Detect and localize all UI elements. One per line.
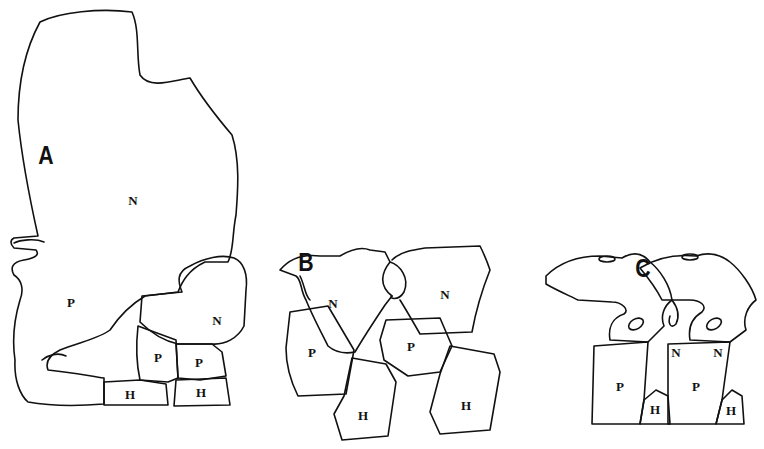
- part-label: P: [154, 351, 162, 364]
- part-label: P: [692, 380, 700, 393]
- part-label: N: [128, 194, 137, 207]
- bone-outline: [380, 318, 452, 376]
- bone-outline: [640, 390, 670, 424]
- part-label: P: [67, 296, 75, 309]
- bone-foramen: [705, 316, 724, 333]
- bone-outline: [546, 254, 672, 342]
- bone-outline: [286, 306, 354, 396]
- bone-outline: [280, 248, 392, 352]
- part-label: H: [461, 399, 471, 412]
- bone-outline: [176, 344, 226, 380]
- bone-outline: [104, 380, 168, 405]
- part-label: N: [671, 346, 680, 359]
- bone-detail: [390, 262, 406, 299]
- part-label: N: [212, 314, 221, 327]
- bone-detail: [669, 300, 678, 326]
- part-label: P: [616, 380, 624, 393]
- part-label: H: [726, 404, 736, 417]
- figure-letter: B: [298, 250, 313, 275]
- part-label: H: [358, 409, 368, 422]
- bone-outline: [140, 256, 247, 344]
- part-label: H: [196, 386, 206, 399]
- bone-detail: [42, 354, 66, 360]
- part-label: N: [328, 297, 337, 310]
- part-label: N: [440, 288, 449, 301]
- part-label: P: [308, 346, 316, 359]
- bone-outline: [716, 390, 744, 424]
- bone-outline: [334, 358, 396, 440]
- bone-detail: [300, 276, 310, 300]
- bone-foramen: [682, 254, 698, 260]
- bone-outline: [174, 378, 230, 406]
- bone-outline: [592, 342, 648, 424]
- bone-detail: [14, 240, 44, 243]
- bone-outline: [11, 10, 238, 405]
- bone-foramen: [627, 316, 646, 333]
- part-label: N: [713, 346, 722, 359]
- bone-outline: [430, 346, 500, 434]
- part-label: H: [125, 388, 135, 401]
- figure-letter: A: [38, 143, 53, 168]
- bone-outline: [640, 254, 756, 342]
- part-label: P: [195, 356, 203, 369]
- part-label: P: [407, 340, 415, 353]
- bone-foramen: [599, 256, 615, 262]
- bone-outline: [668, 342, 730, 424]
- figure-letter: C: [635, 256, 650, 281]
- bone-outline: [137, 326, 178, 382]
- part-label: H: [650, 403, 660, 416]
